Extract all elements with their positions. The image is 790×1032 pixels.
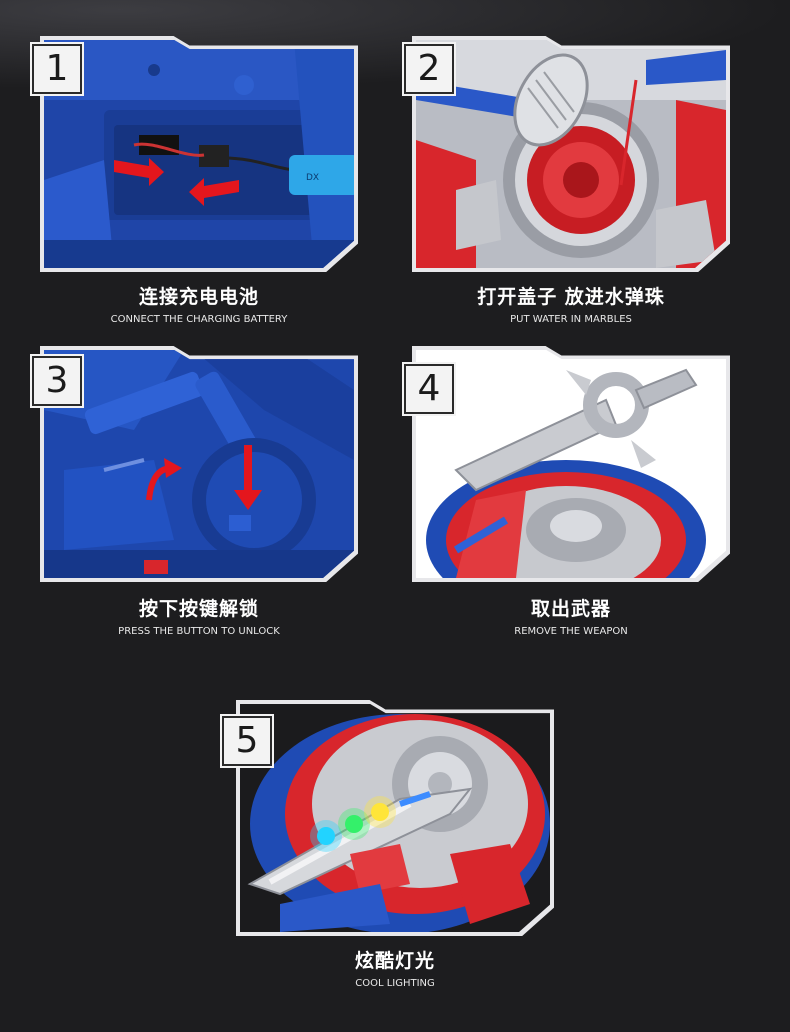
step-1-caption: 连接充电电池 CONNECT THE CHARGING BATTERY xyxy=(40,284,358,328)
step-number-badge: 3 xyxy=(32,356,82,406)
step-2-photo-frame xyxy=(412,36,730,272)
step-3-photo xyxy=(44,350,354,578)
step-1-photo: DX xyxy=(44,40,354,268)
step-3-caption: 按下按键解锁 PRESS THE BUTTON TO UNLOCK xyxy=(40,596,358,640)
step-1-photo-frame: DX xyxy=(40,36,358,272)
step-number-badge: 5 xyxy=(222,716,272,766)
step-title-en: COOL LIGHTING xyxy=(355,978,435,989)
step-title-en: REMOVE THE WEAPON xyxy=(514,626,628,637)
step-title-cn: 取出武器 xyxy=(530,598,611,620)
step-5-caption: 炫酷灯光 COOL LIGHTING xyxy=(236,948,554,992)
step-2-caption: 打开盖子 放进水弹珠 PUT WATER IN MARBLES xyxy=(412,284,730,328)
svg-text:DX: DX xyxy=(306,173,319,183)
step-title-cn: 炫酷灯光 xyxy=(354,950,435,972)
step-3-photo-frame xyxy=(40,346,358,582)
step-title-cn: 打开盖子 放进水弹珠 xyxy=(477,286,665,308)
step-4-caption: 取出武器 REMOVE THE WEAPON xyxy=(412,596,730,640)
step-title-en: CONNECT THE CHARGING BATTERY xyxy=(110,314,288,325)
step-5-photo xyxy=(240,704,550,932)
step-5-photo-frame xyxy=(236,700,554,936)
step-title-cn: 连接充电电池 xyxy=(138,286,259,308)
step-title-en: PRESS THE BUTTON TO UNLOCK xyxy=(118,626,280,637)
step-2-photo xyxy=(416,40,726,268)
step-title-en: PUT WATER IN MARBLES xyxy=(510,314,632,325)
step-number-badge: 2 xyxy=(404,44,454,94)
step-4-photo-frame xyxy=(412,346,730,582)
step-number-badge: 1 xyxy=(32,44,82,94)
step-4-photo xyxy=(416,350,726,578)
step-title-cn: 按下按键解锁 xyxy=(138,598,259,620)
step-number-badge: 4 xyxy=(404,364,454,414)
